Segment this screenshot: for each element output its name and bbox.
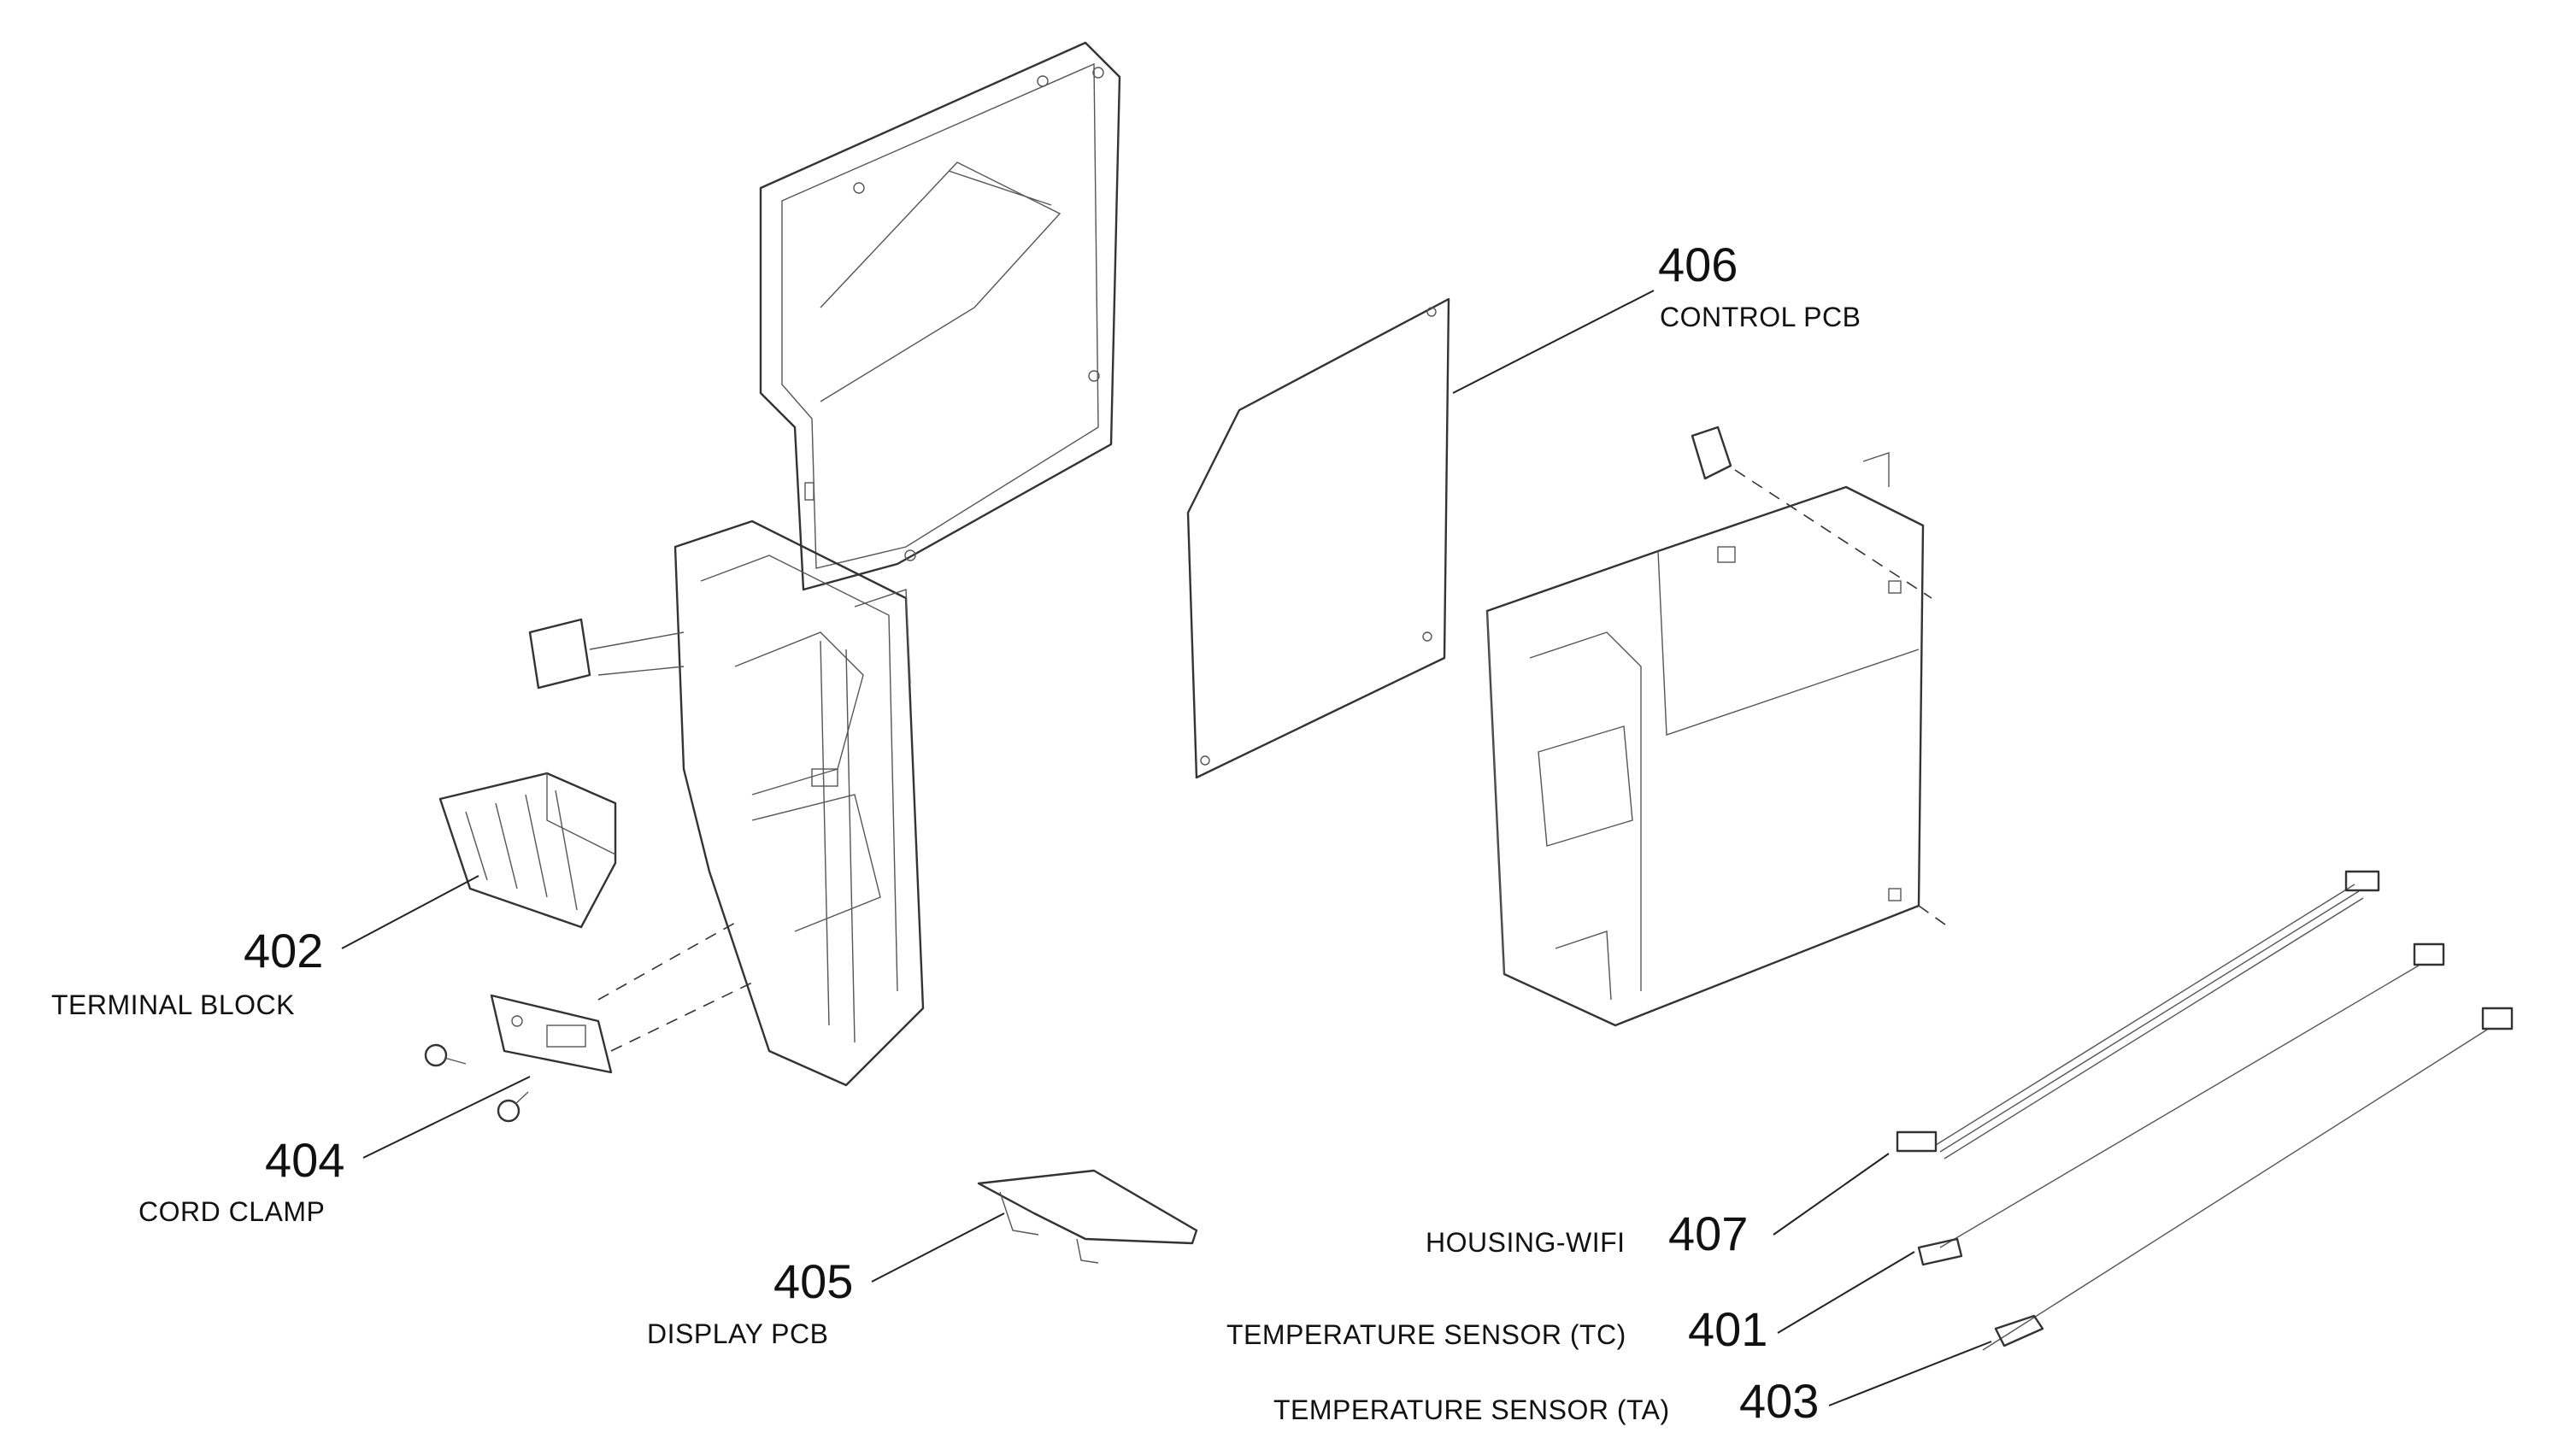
terminal-block-drawing bbox=[438, 772, 617, 929]
part-name-display-pcb: DISPLAY PCB bbox=[647, 1318, 829, 1349]
part-number-402: 402 bbox=[244, 924, 324, 978]
part-name-control-pcb: CONTROL PCB bbox=[1660, 302, 1861, 332]
part-name-temperature-sensor-ta: TEMPERATURE SENSOR (TA) bbox=[1273, 1394, 1670, 1425]
part-number-407: 407 bbox=[1668, 1206, 1749, 1260]
part-number-404: 404 bbox=[265, 1133, 345, 1187]
leader-lines bbox=[341, 290, 1992, 1406]
part-name-temperature-sensor-tc: TEMPERATURE SENSOR (TC) bbox=[1226, 1319, 1626, 1350]
harness-wires-drawing bbox=[1896, 870, 2514, 1351]
display-pcb-drawing bbox=[977, 1169, 1198, 1264]
cord-clamp-drawing bbox=[424, 922, 753, 1123]
part-name-terminal-block: TERMINAL BLOCK bbox=[51, 989, 295, 1020]
pcb-housing-box-drawing bbox=[1485, 426, 1949, 1027]
part-number-406: 406 bbox=[1658, 238, 1738, 291]
part-number-401: 401 bbox=[1688, 1302, 1768, 1356]
part-number-403: 403 bbox=[1739, 1374, 1820, 1428]
control-pcb-drawing bbox=[1186, 297, 1450, 779]
main-frame-drawing bbox=[528, 520, 925, 1087]
part-name-housing-wifi: HOUSING-WIFI bbox=[1426, 1227, 1626, 1258]
top-cover-drawing bbox=[759, 41, 1121, 591]
part-number-405: 405 bbox=[773, 1254, 854, 1308]
part-name-cord-clamp: CORD CLAMP bbox=[138, 1196, 326, 1227]
